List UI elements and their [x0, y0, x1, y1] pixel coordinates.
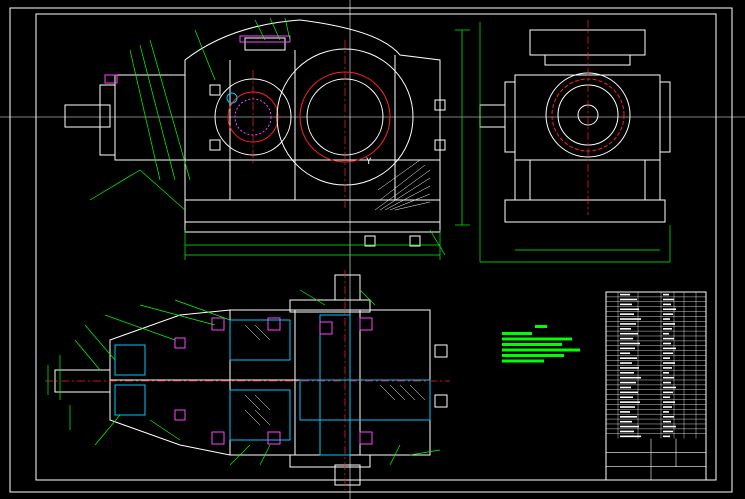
title-block-cell-text [620, 386, 631, 389]
title-block-cell-text [620, 308, 639, 311]
title-block-cell-text [620, 298, 637, 301]
title-block-cell-text [620, 416, 637, 418]
title-block-cell-text [620, 420, 632, 423]
front-view[interactable]: Y [64, 17, 470, 260]
notes-line [502, 337, 572, 341]
title-block-cell-text [663, 332, 669, 335]
title-block-cell-text [663, 352, 673, 355]
front-hatch [374, 159, 431, 211]
title-block-cell-text [663, 357, 670, 359]
title-block-cell-text [620, 318, 641, 320]
top-hatch-lines [244, 324, 426, 426]
title-block-cell-text [663, 323, 675, 325]
title-block-cell-text [620, 425, 639, 428]
sheet-border [9, 7, 733, 493]
title-block-cell-text [663, 318, 670, 320]
top-pink-parts [174, 317, 373, 445]
title-block-cell-text [663, 420, 671, 423]
title-block-cell-text [663, 386, 676, 389]
title-block-cell-text [620, 328, 631, 330]
title-block-cell-text [620, 352, 630, 355]
title-block-cell-text [663, 308, 676, 311]
notes-heading [535, 325, 547, 328]
title-block-cell-text [663, 303, 671, 306]
side-view[interactable] [479, 20, 671, 263]
notes-line [502, 348, 580, 352]
title-block-cell-text [663, 376, 674, 379]
title-block-cell-text [663, 381, 671, 384]
notes-line [502, 359, 544, 363]
title-block-cell-text [620, 391, 638, 394]
title-block-cell-text [663, 425, 676, 428]
title-block-cell-text [663, 337, 674, 340]
title-block-cell-text [620, 293, 630, 296]
title-block-cell-text [663, 406, 672, 408]
title-block-cell-text [620, 337, 633, 340]
title-block-cell-text [620, 406, 635, 408]
title-block-cell-text [620, 372, 634, 374]
title-block-cell-text [620, 435, 641, 438]
title-block-cell-text [663, 391, 673, 394]
title-block-cell-text [620, 342, 640, 345]
technical-notes-block [502, 325, 580, 363]
title-block-cell-text [663, 396, 670, 399]
front-dimensions [89, 17, 470, 260]
title-block-cell-text [663, 411, 669, 413]
notes-line [502, 332, 532, 335]
title-block-cell-text [620, 347, 635, 350]
notes-line [502, 354, 564, 357]
title-block-cell-text [663, 293, 669, 296]
title-block-frame [605, 291, 707, 481]
title-block-cell-text [620, 303, 632, 306]
title-block-cell-text [620, 430, 634, 433]
title-block-cell-text [620, 357, 637, 359]
title-block-cell-text [620, 401, 640, 403]
title-block-cell-text [620, 376, 641, 379]
title-block-cell-text [663, 347, 676, 350]
title-block-cell-text [663, 298, 674, 301]
top-dimensions [47, 289, 441, 466]
top-section-view[interactable] [45, 270, 450, 490]
title-block-cell-text [663, 362, 675, 364]
title-block-cell-text [620, 362, 632, 364]
title-block-cell-text [663, 313, 673, 315]
title-block-cell-text [663, 342, 671, 345]
title-block-cell-text [663, 372, 669, 374]
title-block-cell-text [620, 396, 633, 399]
y-axis-marker: Y [366, 157, 372, 167]
title-block-cell-text [663, 430, 673, 433]
title-block-cell-text [620, 323, 636, 325]
title-block [605, 291, 707, 481]
title-block-cell-text [620, 332, 638, 335]
title-block-cell-text [620, 411, 630, 413]
title-block-cell-text [620, 367, 639, 369]
title-block-cell-text [663, 328, 672, 330]
title-block-cell-text [663, 416, 674, 418]
title-block-cell-text [663, 435, 670, 438]
title-block-cell-text [620, 381, 636, 384]
title-block-cell-text [663, 367, 672, 369]
title-block-cell-text [663, 401, 675, 403]
title-block-cell-text [620, 313, 634, 315]
side-dimensions [479, 22, 671, 263]
notes-line [502, 343, 562, 346]
